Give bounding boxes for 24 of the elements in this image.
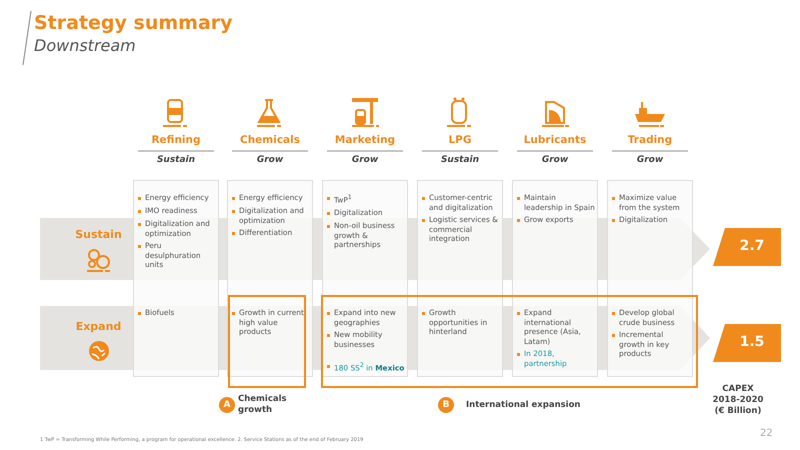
column-subheader: Sustain [440, 155, 480, 165]
column-subheader: Grow [540, 155, 570, 165]
column-subheader: Sustain [156, 155, 196, 165]
row-label: Expand [74, 320, 122, 333]
column-header: LPG [447, 134, 472, 146]
caption-text: Chemicals growth [238, 394, 288, 416]
column-header: Lubricants [522, 134, 588, 146]
capex-label: CAPEX 2018-2020 (€ Billion) [712, 384, 764, 417]
caption-text: International expansion [466, 400, 580, 411]
column-header: Chemicals [238, 134, 301, 146]
column-header: Marketing [334, 134, 396, 146]
title: Strategy summary [34, 12, 233, 34]
row-label: Sustain [74, 228, 123, 241]
page-number: 22 [760, 428, 773, 439]
column-subheader: Grow [636, 155, 664, 165]
letter-badge: A [219, 397, 235, 413]
value-text: 1.5 [738, 334, 766, 350]
letter-badge: B [438, 397, 454, 413]
column-subheader: Grow [350, 155, 380, 165]
value-text: 2.7 [738, 238, 766, 254]
column-header: Refining [150, 134, 202, 146]
column-header: Trading [626, 134, 674, 146]
column-subheader: Grow [256, 155, 284, 165]
subtitle: Downstream [34, 36, 136, 55]
